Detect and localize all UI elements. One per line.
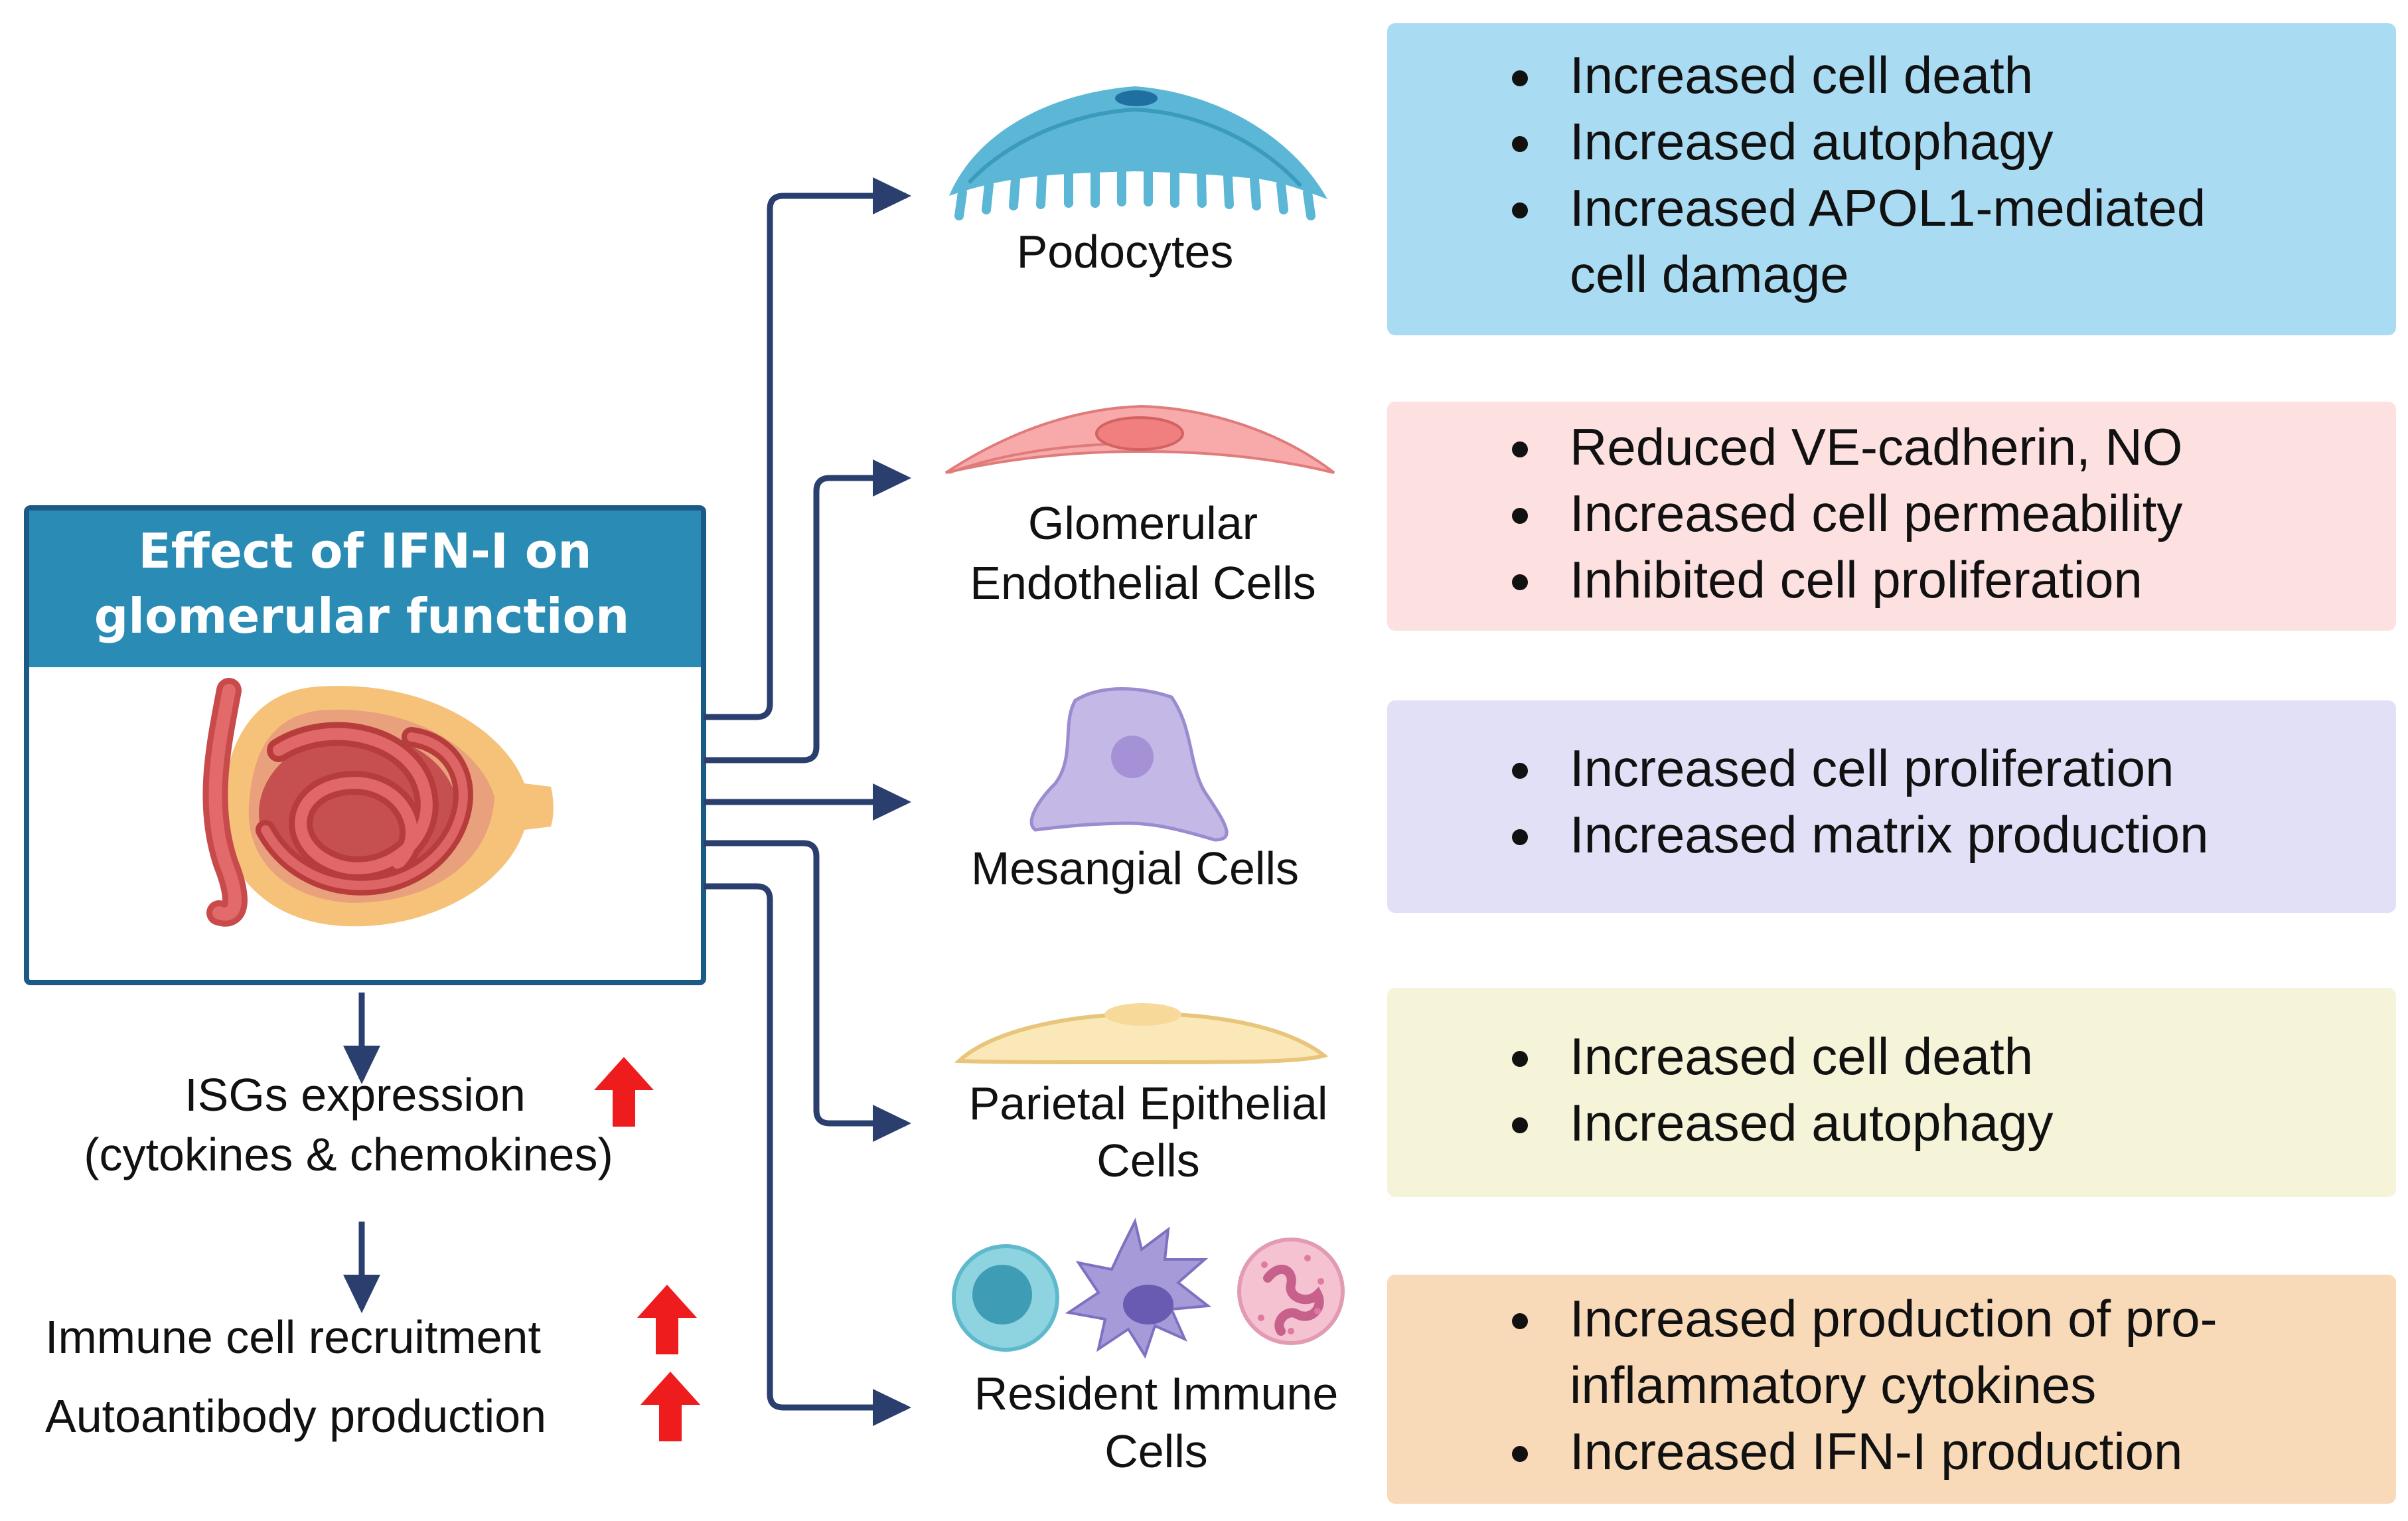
bullet <box>1512 1117 1528 1133</box>
bullet <box>1512 136 1528 152</box>
bullet <box>1512 508 1528 524</box>
bullet <box>1512 1446 1528 1462</box>
arrow-to-immune <box>704 883 911 1426</box>
up-arrow-icon <box>637 1285 697 1354</box>
bullet <box>1512 202 1528 218</box>
bullet <box>1512 763 1528 779</box>
bullet <box>1512 1313 1528 1329</box>
bullet <box>1512 1051 1528 1067</box>
effect-text: Increased APOL1-mediated <box>1570 179 2206 237</box>
immune-cells-icon <box>952 1218 1345 1359</box>
effect-text: Increased IFN-I production <box>1570 1422 2182 1481</box>
effect-text: Increased autophagy <box>1570 112 2054 171</box>
immune-recruitment-label: Immune cell recruitment <box>45 1311 541 1363</box>
bullet <box>1512 441 1528 457</box>
effect-text: Increased cell death <box>1570 1027 2033 1085</box>
arrow-to-parietal <box>704 840 911 1142</box>
main-title-line-1: Effect of IFN-I on <box>138 523 591 579</box>
podocytes-effects-box: Increased cell death Increased autophagy… <box>1387 23 2396 335</box>
autoantibody-label: Autoantibody production <box>45 1390 546 1442</box>
arrow-to-endothelial <box>704 459 911 763</box>
parietal-label-line-2: Cells <box>1096 1135 1200 1186</box>
main-title-line-2: glomerular function <box>94 588 629 644</box>
main-box: Effect of IFN-I on glomerular function <box>24 505 706 985</box>
glomerulus-icon <box>202 678 554 927</box>
bullet <box>1512 574 1528 590</box>
immune-label-line-1: Resident Immune <box>974 1368 1339 1419</box>
up-arrow-icon <box>594 1057 654 1127</box>
parietal-epithelial-cell-icon <box>954 1003 1329 1064</box>
effect-text: Increased cell permeability <box>1570 484 2182 542</box>
effect-text: Increased autophagy <box>1570 1093 2054 1152</box>
parietal-effects-box: Increased cell death Increased autophagy <box>1387 988 2396 1197</box>
mesangial-effects-box: Increased cell proliferation Increased m… <box>1387 700 2396 913</box>
endothelial-label-line-2: Endothelial Cells <box>970 557 1316 609</box>
main-box-header <box>29 511 701 667</box>
bullet <box>1512 70 1528 86</box>
mesangial-cell-icon <box>1029 687 1229 842</box>
effect-text: inflammatory cytokines <box>1570 1356 2096 1414</box>
bullet <box>1512 829 1528 845</box>
effect-text: Increased cell death <box>1570 46 2033 104</box>
immune-effects-box: Increased production of pro- inflammator… <box>1387 1275 2396 1504</box>
up-arrow-icon <box>640 1372 700 1441</box>
cytokines-label: (cytokines & chemokines) <box>84 1129 613 1180</box>
mesangial-label: Mesangial Cells <box>971 842 1299 894</box>
effect-text: Increased matrix production <box>1570 805 2208 864</box>
effect-text: cell damage <box>1570 245 1849 303</box>
connector-arrows <box>343 177 911 1426</box>
endothelial-label-line-1: Glomerular <box>1028 497 1258 549</box>
effect-text: Increased production of pro- <box>1570 1289 2218 1348</box>
podocytes-label: Podocytes <box>1017 226 1234 278</box>
endothelial-cell-icon <box>944 404 1335 474</box>
immune-label-line-2: Cells <box>1104 1425 1208 1477</box>
effect-text: Inhibited cell proliferation <box>1570 550 2143 609</box>
isg-expression-label: ISGs expression <box>185 1069 526 1121</box>
effect-text: Reduced VE-cadherin, NO <box>1570 418 2182 476</box>
arrow-to-podocytes <box>704 177 911 720</box>
podocyte-icon <box>949 86 1327 220</box>
effect-text: Increased cell proliferation <box>1570 739 2174 797</box>
parietal-label-line-1: Parietal Epithelial <box>969 1078 1328 1129</box>
endothelial-effects-box: Reduced VE-cadherin, NO Increased cell p… <box>1387 402 2396 631</box>
